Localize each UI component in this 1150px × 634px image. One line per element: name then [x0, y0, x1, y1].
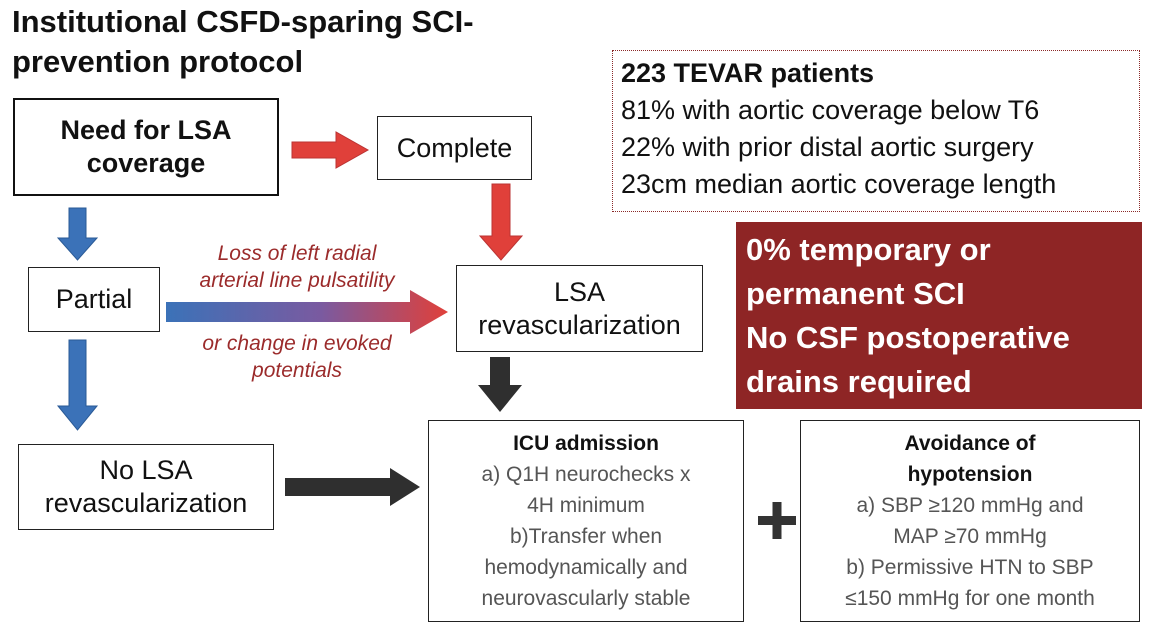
hypotension-line-2: MAP ≥70 mmHg — [893, 525, 1047, 548]
arrow-partial-to-nolsa — [56, 339, 99, 431]
arrow-label-top-line-1: Loss of left radial — [217, 242, 377, 265]
partial-box: Partial — [28, 267, 160, 332]
stats-heading: 223 TEVAR patients — [621, 58, 875, 88]
arrow-label-top: Loss of left radial arterial line pulsat… — [172, 240, 422, 294]
arrow-label-bottom-line-1: or change in evoked — [202, 332, 392, 355]
lsa-revasc-box: LSA revascularization — [456, 265, 703, 352]
title-line-1: Institutional CSFD-sparing SCI- — [12, 4, 474, 39]
hypotension-heading-2: hypotension — [907, 463, 1033, 486]
stats-panel: 223 TEVAR patients 81% with aortic cover… — [612, 50, 1140, 212]
outcome-line-1: 0% temporary or — [746, 232, 991, 267]
need-lsa-line-2: coverage — [86, 148, 206, 178]
icu-line-2: 4H minimum — [527, 494, 645, 517]
arrow-partial-to-revasc — [166, 290, 448, 334]
no-lsa-line-2: revascularization — [44, 488, 248, 518]
complete-box: Complete — [377, 116, 532, 180]
stats-line-3: 23cm median aortic coverage length — [621, 169, 1057, 199]
arrow-label-bottom-line-2: potentials — [252, 359, 342, 382]
arrow-label-bottom: or change in evoked potentials — [172, 330, 422, 384]
hypotension-line-4: ≤150 mmHg for one month — [845, 587, 1095, 610]
lsa-revasc-line-1: LSA — [553, 276, 606, 307]
arrow-label-top-line-2: arterial line pulsatility — [199, 269, 395, 292]
hypotension-box: Avoidance of hypotension a) SBP ≥120 mmH… — [800, 420, 1140, 622]
outcome-line-4: drains required — [746, 364, 972, 399]
arrow-need-to-partial — [56, 207, 99, 261]
no-lsa-line-1: No LSA — [99, 455, 193, 485]
hypotension-line-1: a) SBP ≥120 mmHg and — [856, 494, 1084, 517]
arrow-nolsa-to-icu — [285, 468, 420, 506]
icu-line-3: b)Transfer when — [509, 525, 663, 548]
icu-line-1: a) Q1H neurochecks x — [481, 463, 691, 486]
icu-line-4: hemodynamically and — [484, 556, 688, 579]
arrow-complete-to-revasc — [478, 183, 524, 261]
stats-line-1: 81% with aortic coverage below T6 — [621, 95, 1040, 125]
icu-box: ICU admission a) Q1H neurochecks x 4H mi… — [428, 420, 744, 622]
hypotension-line-3: b) Permissive HTN to SBP — [846, 556, 1094, 579]
no-lsa-box: No LSA revascularization — [18, 444, 274, 530]
stats-line-2: 22% with prior distal aortic surgery — [621, 132, 1034, 162]
partial-label: Partial — [55, 284, 133, 314]
outcome-line-3: No CSF postoperative — [746, 320, 1070, 355]
icu-heading: ICU admission — [513, 432, 659, 455]
complete-label: Complete — [396, 132, 513, 163]
title-line-2: prevention protocol — [12, 44, 304, 79]
outcome-panel: 0% temporary or permanent SCI No CSF pos… — [736, 222, 1142, 409]
need-lsa-line-1: Need for LSA — [60, 115, 232, 145]
arrow-need-to-complete — [291, 131, 370, 169]
need-lsa-box: Need for LSA coverage — [13, 98, 279, 196]
hypotension-heading-1: Avoidance of — [904, 432, 1036, 455]
lsa-revasc-line-2: revascularization — [478, 309, 681, 340]
arrow-revasc-to-icu — [478, 357, 522, 412]
icu-line-5: neurovascularly stable — [481, 587, 691, 610]
plus-vertical-bar — [772, 502, 782, 539]
diagram-title: Institutional CSFD-sparing SCI- preventi… — [12, 2, 612, 82]
outcome-line-2: permanent SCI — [746, 276, 965, 311]
